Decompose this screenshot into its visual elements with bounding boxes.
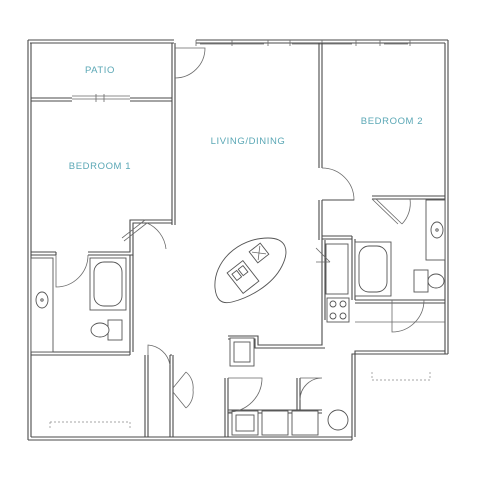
cooktop [326,297,350,323]
bedroom-1: BEDROOM 1 [31,161,172,288]
patio: PATIO [31,43,206,225]
pantry [325,243,349,295]
bath1-toilet [90,322,110,338]
bedroom-2: BEDROOM 2 [318,43,445,240]
bath2-toilet [427,273,445,289]
bath2-toilet-tank [413,269,429,293]
bathroom-2 [322,199,446,333]
bathroom-1 [30,255,134,356]
bath1-toilet-tank [107,319,123,341]
island-sink [226,259,260,295]
laundry [224,377,349,437]
living-dining-label: LIVING/DINING [211,136,286,147]
water-heater [327,409,349,431]
closet-2 [355,321,445,381]
water-heater-closet [291,410,319,436]
patio-label: PATIO [85,65,115,76]
closet-1 [49,344,194,437]
bedroom2-label: BEDROOM 2 [361,116,423,127]
exterior-walls [27,39,449,441]
living-dining: LIVING/DINING [211,136,287,304]
dryer [261,410,289,436]
kitchen [228,240,350,367]
bedroom1-label: BEDROOM 1 [69,161,131,172]
